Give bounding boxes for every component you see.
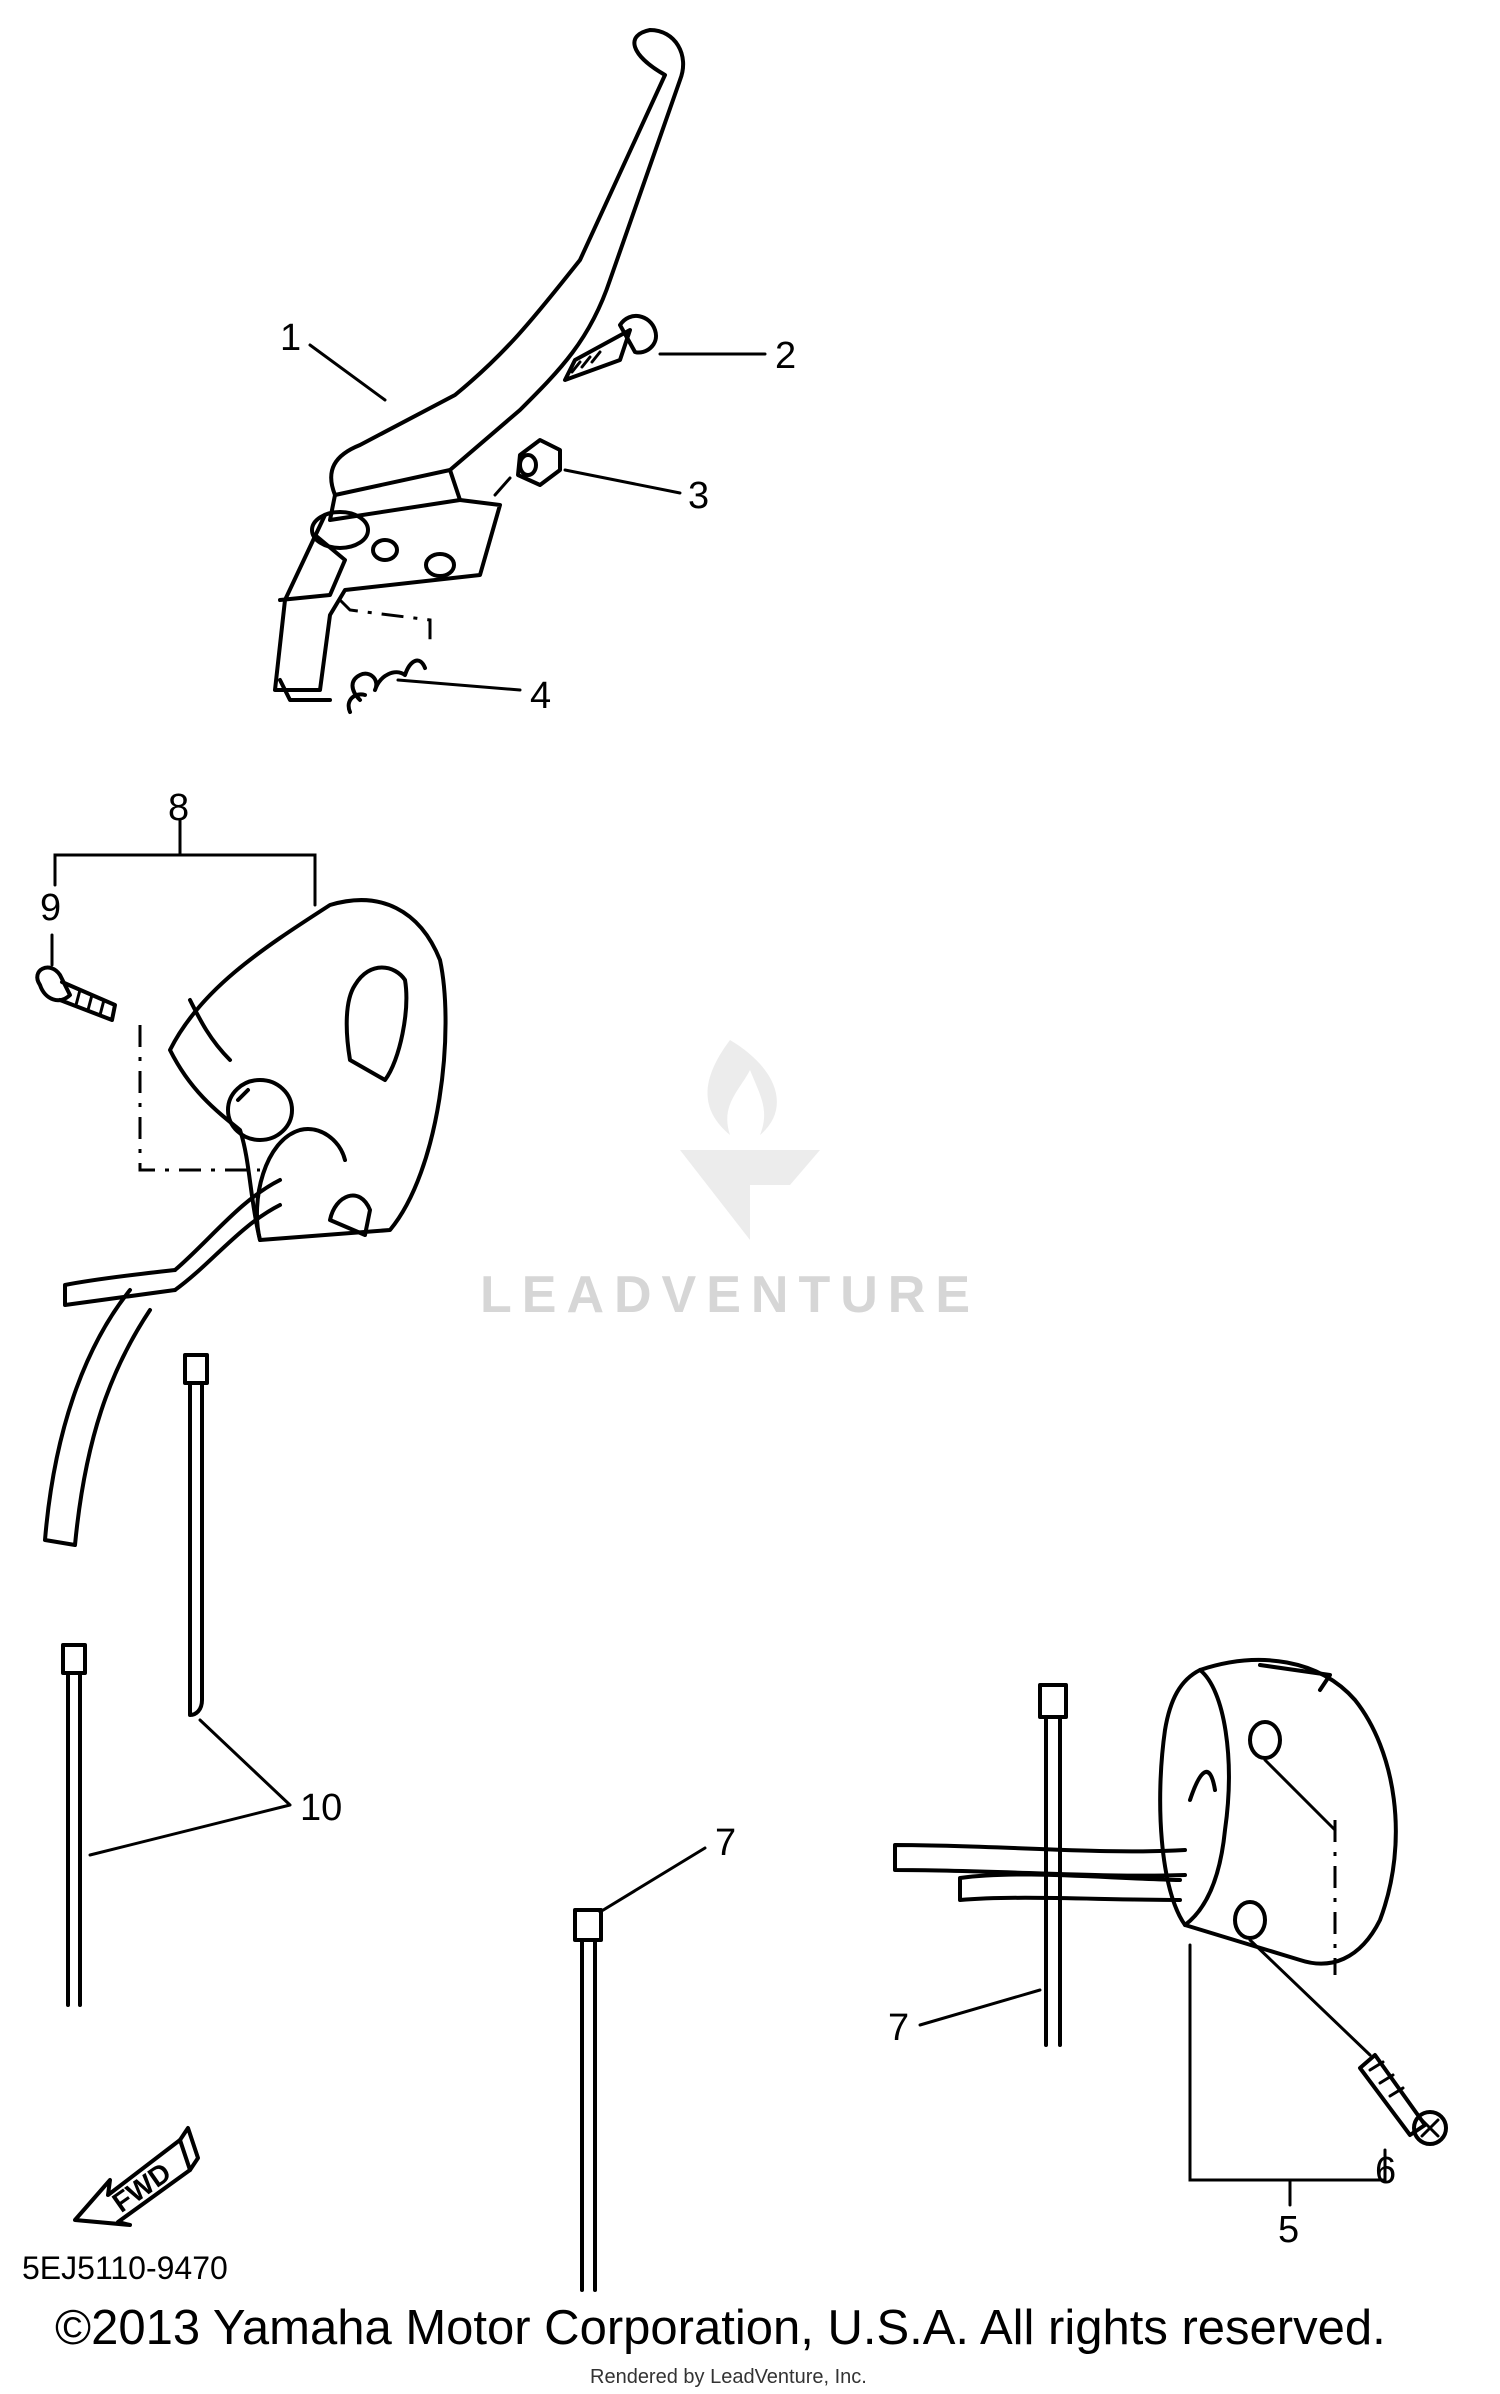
copyright-notice: ©2013 Yamaha Motor Corporation, U.S.A. A… <box>55 2301 1386 2355</box>
callout-6: 6 <box>1375 2150 1396 2192</box>
bracket-8 <box>53 853 317 907</box>
wire-harness <box>43 1288 152 1547</box>
rendered-by: Rendered by LeadVenture, Inc. <box>590 2366 867 2388</box>
cable-tie-middle <box>573 1908 603 2292</box>
leader-7b <box>918 1988 1042 2027</box>
cable-tie-left-b <box>61 1643 87 2007</box>
switch-screw <box>35 965 117 1022</box>
right-wire-a <box>893 1843 1187 1878</box>
watermark-text: LEADVENTURE <box>480 1266 980 1324</box>
callout-1: 1 <box>280 317 301 359</box>
callout-10: 10 <box>300 1787 342 1829</box>
leader-3 <box>563 468 682 495</box>
clutch-lever <box>273 28 686 702</box>
watermark-logo <box>680 1040 820 1240</box>
bracket-5 <box>1188 1943 1387 2182</box>
callout-7-top: 7 <box>715 1822 736 1864</box>
right-leader-b <box>1248 1938 1372 2057</box>
callout-2: 2 <box>775 335 796 377</box>
leader-1 <box>308 343 387 402</box>
lever-nut <box>516 438 562 487</box>
right-switch-screw <box>1358 2053 1448 2146</box>
callout-8: 8 <box>168 787 189 829</box>
screw-dash <box>138 1025 260 1172</box>
callout-3: 3 <box>688 475 709 517</box>
cable-tie-right <box>1038 1683 1068 2047</box>
handlebar-switch-left <box>168 898 448 1292</box>
right-leader-a <box>1263 1758 1337 1832</box>
callout-9: 9 <box>40 887 61 929</box>
right-wire-b <box>958 1872 1182 1902</box>
leader-4 <box>396 678 522 692</box>
fwd-arrow: FWD <box>73 2126 200 2227</box>
callout-5: 5 <box>1278 2209 1299 2251</box>
switch-wire <box>63 1268 177 1307</box>
cable-tie-left-a <box>183 1353 209 1717</box>
callout-7-lower: 7 <box>888 2007 909 2049</box>
lever-bolt <box>563 314 658 382</box>
lever-spring <box>346 658 427 714</box>
nut-dash <box>493 476 512 497</box>
leader-10 <box>88 1718 292 1857</box>
callout-4: 4 <box>530 675 551 717</box>
fwd-label: FWD <box>107 2156 177 2218</box>
leader-7a <box>598 1846 707 1914</box>
spring-dash <box>338 598 432 640</box>
handlebar-switch-right <box>1158 1658 1398 1966</box>
diagram-code: 5EJ5110-9470 <box>22 2250 228 2286</box>
